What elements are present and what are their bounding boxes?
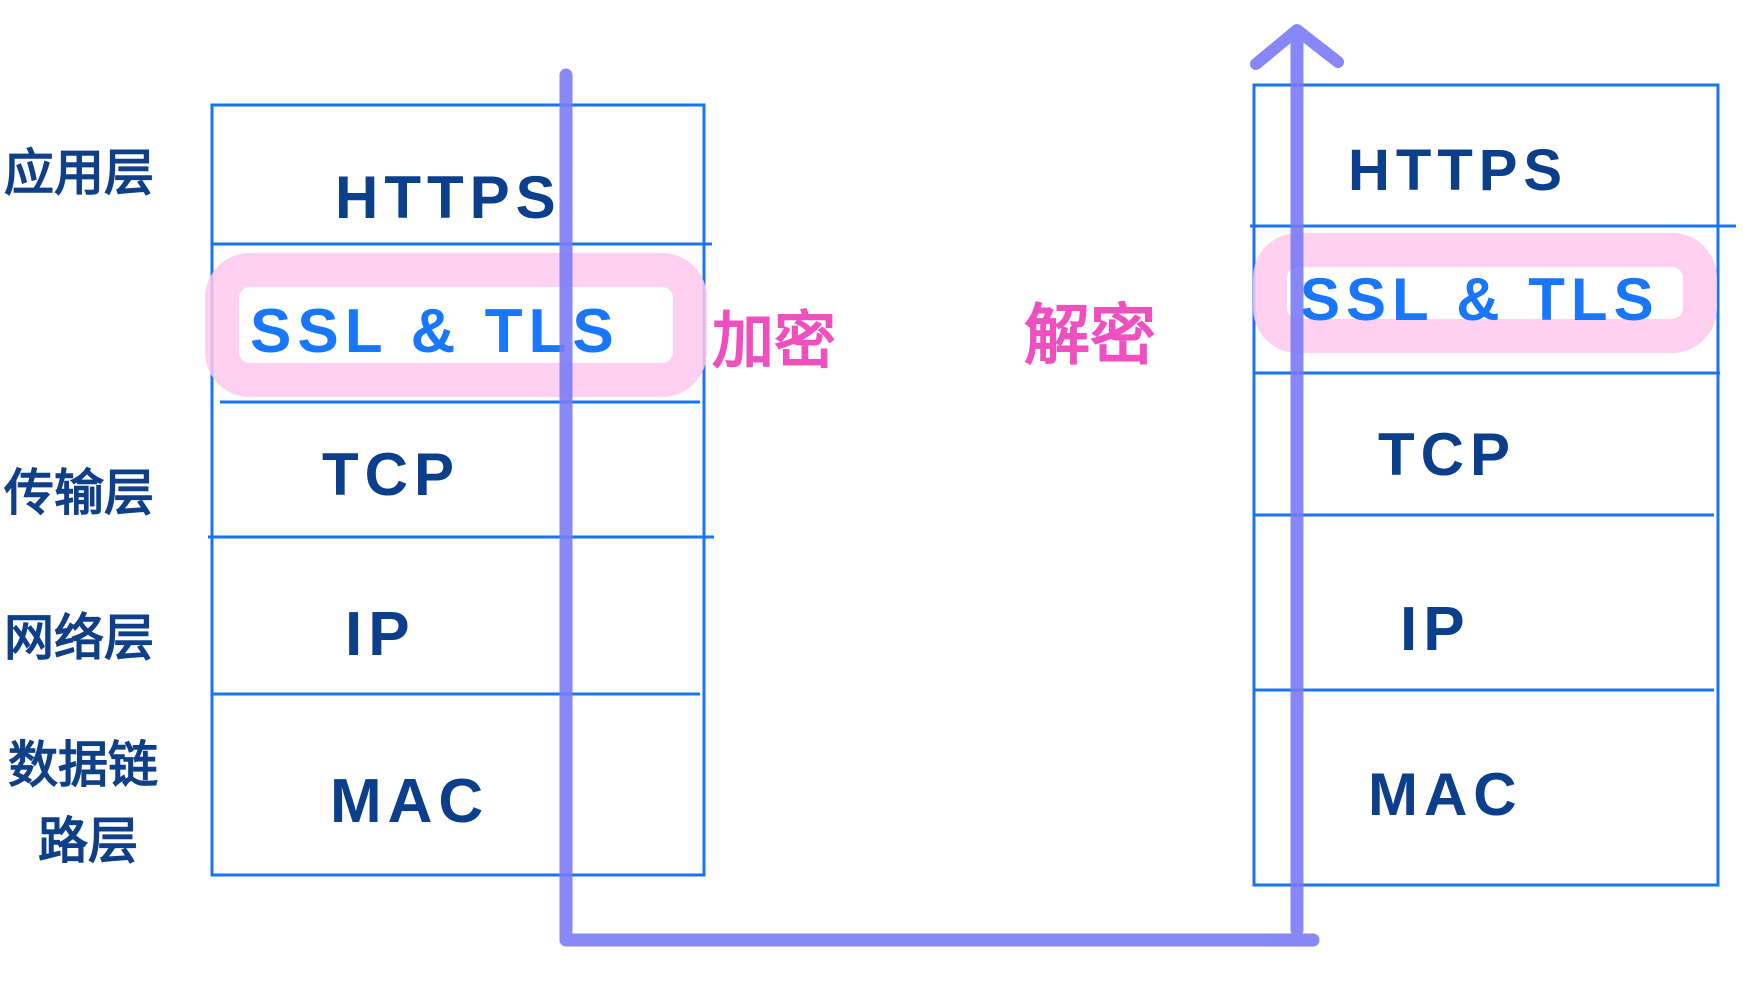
data-flow-line xyxy=(559,68,1320,947)
right-ssl-tls: SSL & TLS xyxy=(1300,266,1660,333)
right-stack-outline xyxy=(1252,83,1720,887)
ssl-highlight-left xyxy=(205,253,707,397)
right-mac: MAC xyxy=(1368,761,1523,828)
label-datalink-layer-line1: 数据链 xyxy=(8,736,158,794)
annotation-encrypt: 加密 xyxy=(712,304,836,377)
ssl-highlight-right-rect xyxy=(1253,233,1717,353)
label-transport-layer: 传输层 xyxy=(3,464,154,522)
right-tcp: TCP xyxy=(1378,421,1516,488)
right-stack xyxy=(1250,83,1736,887)
ssl-highlight-right xyxy=(1253,233,1717,353)
label-network-layer: 网络层 xyxy=(4,609,154,667)
left-ssl-tls: SSL & TLS xyxy=(250,297,620,366)
right-https: HTTPS xyxy=(1348,138,1568,203)
up-arrow-icon xyxy=(1250,24,1344,70)
label-application-layer: 应用层 xyxy=(4,144,154,202)
left-stack-outline xyxy=(210,103,706,877)
left-https: HTTPS xyxy=(335,164,562,231)
left-tcp: TCP xyxy=(322,441,460,508)
ssl-highlight-left-rect xyxy=(205,253,707,397)
left-ip: IP xyxy=(345,600,416,669)
left-stack xyxy=(208,103,714,877)
left-mac: MAC xyxy=(330,767,489,836)
annotation-decrypt: 解密 xyxy=(1024,297,1156,374)
right-ip: IP xyxy=(1400,595,1471,664)
data-flow-path xyxy=(559,24,1344,947)
label-datalink-layer-line2: 路层 xyxy=(38,812,138,870)
